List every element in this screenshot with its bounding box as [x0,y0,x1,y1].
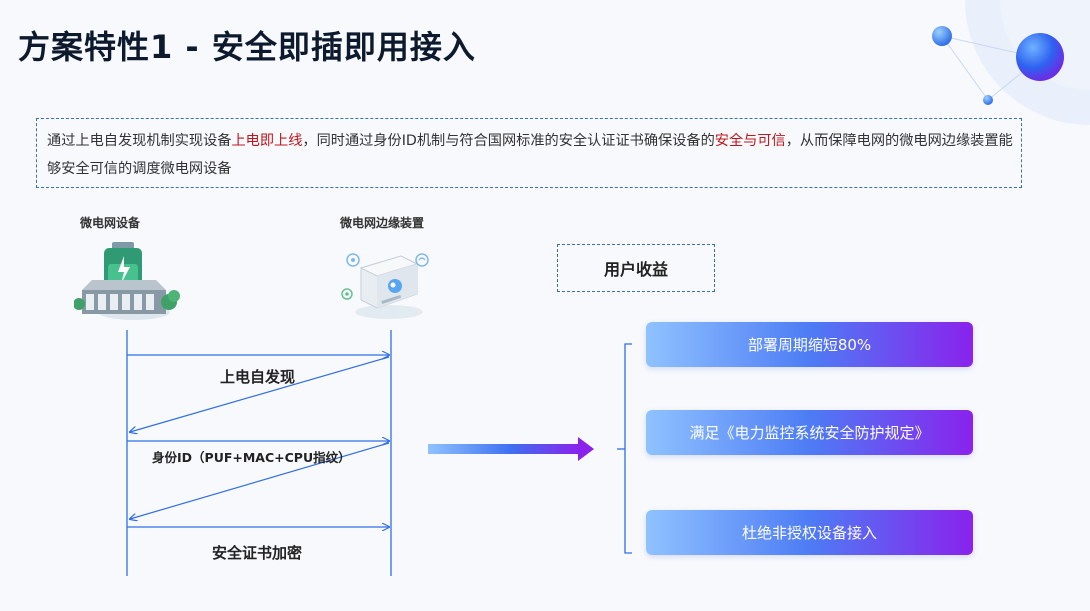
step1-response-arrow [130,356,390,432]
description-highlight-2: 安全与可信 [714,133,786,149]
benefit-item: 满足《电力监控系统安全防护规定》 [646,410,973,455]
benefits-bracket [624,343,632,554]
step-label-1: 上电自发现 [220,368,296,386]
microgrid-device-icon [74,242,180,320]
description-part-2: ，同时通过身份ID机制与符合国网标准的安全认证证书确保设备的 [302,133,715,149]
step-label-3: 安全证书加密 [212,544,303,562]
step-label-2: 身份ID（PUF+MAC+CPU指纹） [152,450,351,465]
flow-arrow-shaft [428,444,580,454]
page-title: 方案特性1 - 安全即插即用接入 [18,28,476,66]
benefit-item: 部署周期缩短80% [646,322,973,367]
left-device-label: 微电网设备 [80,216,141,230]
description-text: 通过上电自发现机制实现设备上电即上线，同时通过身份ID机制与符合国网标准的安全认… [47,127,1013,183]
description-box: 通过上电自发现机制实现设备上电即上线，同时通过身份ID机制与符合国网标准的安全认… [36,118,1022,188]
description-part-3: ，从而保障电网的微电网边缘装置能够安全可信的调度微电网设备 [47,133,1013,177]
edge-gateway-icon [341,253,429,319]
benefit-item: 杜绝非授权设备接入 [646,510,973,555]
description-highlight-1: 上电即上线 [231,133,303,149]
flow-arrow-head [578,437,594,461]
step2-response-arrow [130,442,390,519]
benefits-title: 用户收益 [557,244,715,292]
description-part-1: 通过上电自发现机制实现设备 [47,133,232,149]
right-device-label: 微电网边缘装置 [340,216,425,230]
